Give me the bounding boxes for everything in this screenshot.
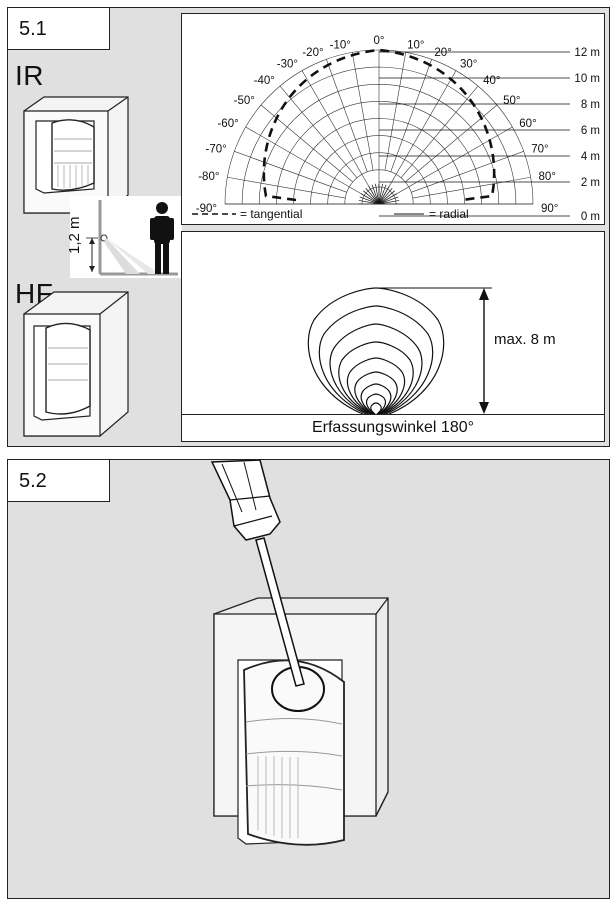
- distance-label: 0 m: [581, 211, 600, 223]
- polar-spoke: [301, 70, 380, 205]
- screwdriver-removal-illustration: [210, 460, 389, 846]
- polar-fan-spoke: [378, 200, 400, 205]
- polar-angle-label: -40°: [254, 75, 275, 87]
- polar-angle-label: -60°: [217, 118, 238, 130]
- polar-angle-label: 90°: [541, 203, 558, 215]
- polar-angle-label: -50°: [234, 95, 255, 107]
- distance-label: 8 m: [581, 99, 600, 111]
- ir-detector-illustration: [23, 96, 129, 214]
- polar-spoke: [390, 59, 432, 172]
- polar-angle-label: 10°: [407, 39, 424, 51]
- polar-spoke: [227, 176, 346, 199]
- distance-label: 2 m: [581, 177, 600, 189]
- legend-radial-label: = radial: [429, 207, 469, 221]
- panel-label-5-1: 5.1: [8, 8, 110, 50]
- hf-detector-illustration: [23, 291, 129, 437]
- polar-spoke: [234, 151, 347, 193]
- screwdriver-shaft: [255, 537, 305, 687]
- polar-angle-label: 30°: [460, 59, 477, 71]
- ir-label: IR: [15, 60, 44, 91]
- polar-angle-label: -80°: [198, 171, 219, 183]
- polar-angle-label: -30°: [277, 59, 298, 71]
- polar-fan-spoke: [378, 186, 390, 205]
- polar-fan-spoke: [378, 193, 397, 205]
- hf-range-lobes: max. 8 m: [307, 287, 556, 415]
- height-label: 1,2 m: [66, 216, 83, 254]
- polar-fan-spoke: [375, 183, 380, 205]
- polar-angle-label: 40°: [483, 75, 500, 87]
- polar-spoke: [412, 176, 531, 199]
- detection-angle-caption: Erfassungswinkel 180°: [182, 414, 604, 441]
- polar-fan-spoke: [361, 193, 380, 205]
- polar-angle-label: -70°: [206, 144, 227, 156]
- polar-angle-label: 50°: [503, 95, 520, 107]
- panel-5-1: 5.1 IR HF: [7, 7, 610, 447]
- polar-fan-spoke: [378, 184, 387, 205]
- polar-angle-label: -90°: [196, 203, 217, 215]
- polar-fan-spoke: [378, 183, 383, 205]
- detector-cover: [243, 659, 345, 846]
- distance-label: 6 m: [581, 125, 600, 137]
- polar-angle-label: 60°: [519, 118, 536, 130]
- polar-fan-spoke: [363, 190, 380, 205]
- polar-angle-label: 70°: [531, 144, 548, 156]
- polar-spoke: [351, 52, 374, 171]
- polar-fan-spoke: [378, 190, 395, 205]
- polar-spoke: [384, 52, 407, 171]
- polar-angle-label: -10°: [330, 39, 351, 51]
- polar-spoke: [411, 151, 524, 193]
- polar-fan-spoke: [365, 188, 380, 205]
- polar-angle-label: 80°: [539, 171, 556, 183]
- distance-label: 10 m: [574, 73, 600, 85]
- polar-fan-spoke: [368, 186, 380, 205]
- polar-fan-spoke: [359, 196, 380, 205]
- distance-label: 4 m: [581, 151, 600, 163]
- polar-fan-spoke: [378, 196, 399, 205]
- polar-spoke: [245, 126, 380, 205]
- distance-label: 12 m: [574, 47, 600, 59]
- hf-range-diagram: max. 8 m Erfassungswinkel 180°: [181, 231, 605, 442]
- polar-fan-spoke: [371, 184, 380, 205]
- max-range-label: max. 8 m: [494, 331, 556, 348]
- polar-angle-label: 20°: [434, 47, 451, 59]
- mounting-height-inset: 1,2 m: [66, 196, 182, 278]
- detection-polar-diagram: -90° -80° -70° -60° -50° -40°-30° -20° -10° 0° 10…: [181, 13, 605, 225]
- polar-spoke: [326, 59, 368, 172]
- legend-tangential-label: = tangential: [240, 207, 302, 221]
- polar-fan-spoke: [378, 188, 393, 205]
- polar-angle-label: 0°: [374, 35, 385, 47]
- polar-chart: -90° -80° -70° -60° -50° -40°-30° -20° -10° 0° 10…: [192, 35, 600, 223]
- panel-label-5-2: 5.2: [8, 460, 110, 502]
- polar-fan-spoke: [358, 200, 380, 205]
- tangential-detection-curve: [262, 48, 496, 202]
- panel-5-2: 5.2: [7, 459, 610, 899]
- polar-spoke: [279, 85, 358, 178]
- polar-spoke: [400, 85, 479, 178]
- polar-angle-label: -20°: [302, 47, 323, 59]
